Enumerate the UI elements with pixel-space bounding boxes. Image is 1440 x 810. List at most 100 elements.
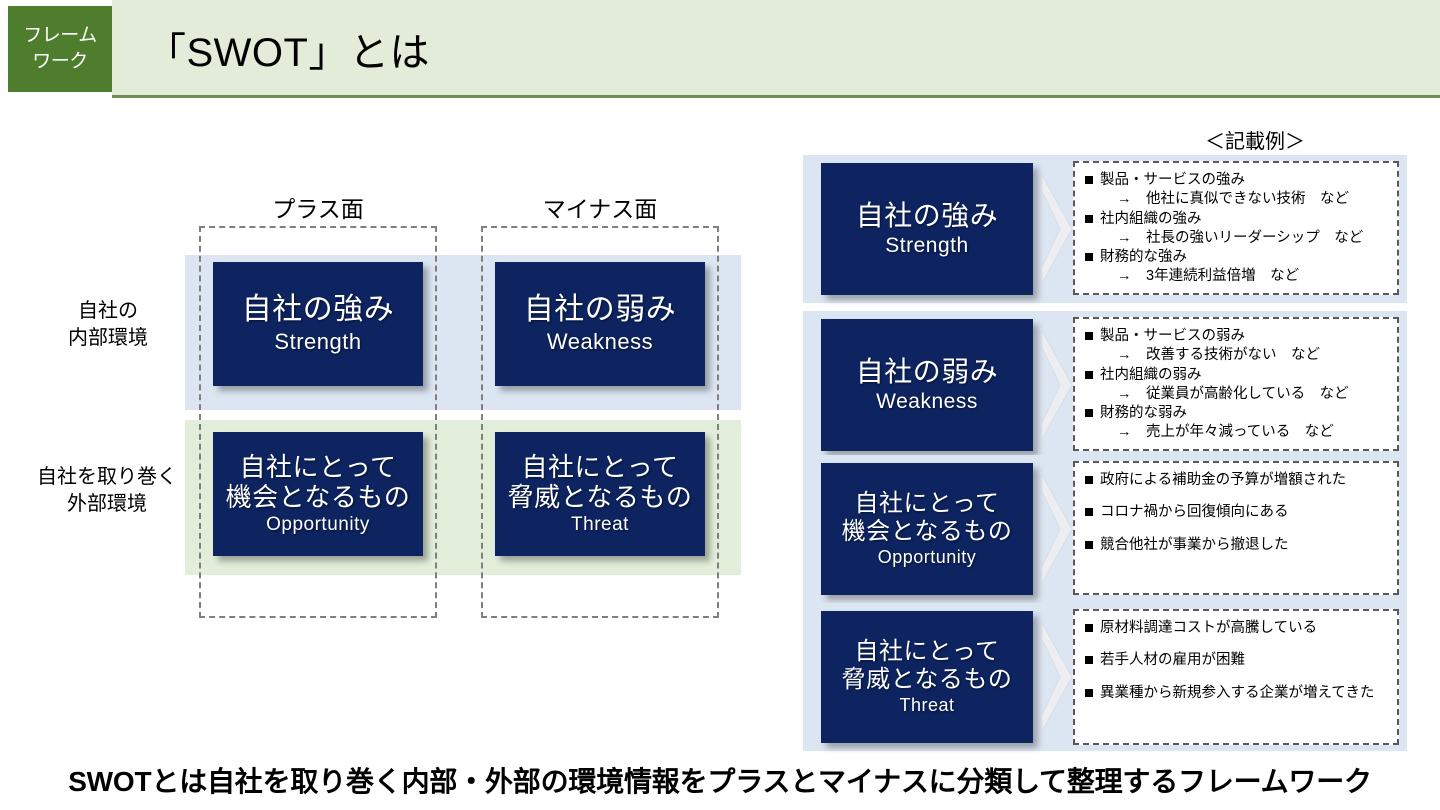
bullet-text: 製品・サービスの強み xyxy=(1100,172,1245,188)
bullet-text: 財務的な強み xyxy=(1100,249,1187,266)
example-row-weakness: 自社の弱み Weakness 製品・サービスの弱み → 改善する技術がない など… xyxy=(803,311,1407,459)
bullet-square-icon xyxy=(1085,476,1093,484)
matrix-cell-threat-jp1: 自社にとって xyxy=(521,451,679,482)
slide-header: フレーム ワーク 「SWOT」とは xyxy=(0,0,1440,98)
matrix-cell-opportunity-jp2: 機会となるもの xyxy=(225,482,411,512)
plus-column-outline xyxy=(199,226,437,618)
example-box-opportunity: 政府による補助金の予算が増額された コロナ禍から回復傾向にある 競合他社が事業か… xyxy=(1073,461,1399,595)
example-tile-threat-jp2: 脅威となるもの xyxy=(841,665,1013,693)
bullet-square-icon xyxy=(1085,370,1093,379)
bullet-square-icon xyxy=(1085,624,1093,632)
row-label-internal: 自社の 内部環境 xyxy=(20,298,196,352)
matrix-cell-opportunity-en: Opportunity xyxy=(266,514,370,536)
examples-caption: ＜記載例＞ xyxy=(1205,131,1305,153)
bullet-subtext: → 改善する技術がない など xyxy=(1117,347,1320,364)
bullet-text: コロナ禍から回復傾向にある xyxy=(1100,504,1289,521)
bullet-text: 政府による補助金の予算が増額された xyxy=(1100,472,1347,488)
example-tile-opportunity-jp2: 機会となるもの xyxy=(841,517,1013,545)
bullet-item: 製品・サービスの強み xyxy=(1083,171,1391,190)
matrix-cell-opportunity-jp1: 自社にとって xyxy=(239,451,397,482)
bullet-item: コロナ禍から回復傾向にある xyxy=(1083,503,1391,522)
bullet-square-icon xyxy=(1085,688,1093,697)
example-tile-threat-jp1: 自社にとって xyxy=(854,637,1000,665)
framework-badge-line1: フレーム xyxy=(23,25,97,47)
bullet-subtext: → 売上が年々減っている など xyxy=(1117,424,1334,441)
example-tile-strength-en: Strength xyxy=(885,234,969,258)
example-tile-opportunity-jp1: 自社にとって xyxy=(854,489,1000,517)
bullet-text: 異業種から新規参入する企業が増えてきた xyxy=(1100,684,1375,701)
bullet-text: 若手人材の雇用が困難 xyxy=(1100,652,1245,669)
chevron-right-icon xyxy=(1041,173,1073,285)
bullet-text: 製品・サービスの弱み xyxy=(1100,328,1245,344)
bullet-item: 社内組織の強み xyxy=(1083,210,1391,229)
row-label-internal-line2: 内部環境 xyxy=(68,327,148,349)
example-row-threat: 自社にとって 脅威となるもの Threat 原材料調達コストが高騰している 若手… xyxy=(803,603,1407,751)
bullet-item: 政府による補助金の予算が増額された xyxy=(1083,471,1391,490)
examples-panel: ＜記載例＞ 自社の強み Strength 製品・サービスの強み → 他社に真似で… xyxy=(795,98,1440,758)
bullet-subtext: → 従業員が高齢化している など xyxy=(1117,385,1349,402)
bullet-item: 若手人材の雇用が困難 xyxy=(1083,651,1391,670)
framework-badge-line2: ワーク xyxy=(32,51,88,72)
example-tile-weakness-jp: 自社の弱み xyxy=(855,355,999,387)
bullet-subtext: → 3年連続利益倍増 など xyxy=(1117,268,1300,285)
example-tile-threat[interactable]: 自社にとって 脅威となるもの Threat xyxy=(821,611,1033,743)
bullet-square-icon xyxy=(1085,214,1093,223)
row-label-internal-line1: 自社の xyxy=(78,300,138,322)
example-tile-strength[interactable]: 自社の強み Strength xyxy=(821,163,1033,295)
bullet-item: 財務的な強み xyxy=(1083,248,1391,267)
example-tile-opportunity[interactable]: 自社にとって 機会となるもの Opportunity xyxy=(821,463,1033,595)
row-label-external-line1: 自社を取り巻く xyxy=(37,466,177,488)
bullet-square-icon xyxy=(1085,176,1093,184)
bullet-item: 異業種から新規参入する企業が増えてきた xyxy=(1083,684,1391,703)
minus-column-outline xyxy=(481,226,719,618)
bullet-item: 財務的な弱み xyxy=(1083,404,1391,423)
matrix-cell-threat-en: Threat xyxy=(571,514,629,536)
bullet-square-icon xyxy=(1085,508,1093,517)
example-tile-strength-jp: 自社の強み xyxy=(855,199,999,231)
bullet-subtext: → 他社に真似できない技術 など xyxy=(1117,191,1349,208)
row-label-external: 自社を取り巻く 外部環境 xyxy=(14,464,200,518)
example-row-strength: 自社の強み Strength 製品・サービスの強み → 他社に真似できない技術 … xyxy=(803,155,1407,303)
bullet-subtext: → 社長の強いリーダーシップ など xyxy=(1117,229,1364,246)
column-header-plus: プラス面 xyxy=(272,196,364,222)
page-title: 「SWOT」とは xyxy=(146,31,430,75)
example-tile-weakness[interactable]: 自社の弱み Weakness xyxy=(821,319,1033,451)
column-header-minus: マイナス面 xyxy=(542,196,658,222)
bullet-square-icon xyxy=(1085,409,1093,418)
example-row-opportunity: 自社にとって 機会となるもの Opportunity 政府による補助金の予算が増… xyxy=(803,455,1407,603)
header-band xyxy=(112,0,1440,98)
example-tile-opportunity-en: Opportunity xyxy=(877,547,977,568)
chevron-right-icon xyxy=(1041,329,1073,441)
matrix-cell-threat[interactable]: 自社にとって 脅威となるもの Threat xyxy=(495,432,705,556)
bullet-text: 原材料調達コストが高騰している xyxy=(1100,620,1318,636)
matrix-cell-opportunity[interactable]: 自社にとって 機会となるもの Opportunity xyxy=(213,432,423,556)
bullet-square-icon xyxy=(1085,253,1093,262)
bullet-text: 財務的な弱み xyxy=(1100,405,1187,422)
matrix-cell-weakness-en: Weakness xyxy=(546,329,654,355)
bullet-text: 社内組織の弱み xyxy=(1100,366,1202,383)
matrix-cell-weakness-jp: 自社の弱み xyxy=(523,292,677,326)
bullet-square-icon xyxy=(1085,540,1093,549)
bullet-square-icon xyxy=(1085,656,1093,665)
row-label-external-line2: 外部環境 xyxy=(67,493,147,515)
matrix-cell-strength-en: Strength xyxy=(274,329,362,355)
chevron-right-icon xyxy=(1041,473,1073,585)
example-tile-weakness-en: Weakness xyxy=(876,390,978,414)
example-tile-threat-en: Threat xyxy=(899,695,955,716)
matrix-cell-strength[interactable]: 自社の強み Strength xyxy=(213,262,423,386)
matrix-cell-weakness[interactable]: 自社の弱み Weakness xyxy=(495,262,705,386)
bullet-item: 競合他社が事業から撤退した xyxy=(1083,536,1391,555)
example-box-strength: 製品・サービスの強み → 他社に真似できない技術 など 社内組織の強み → 社長… xyxy=(1073,161,1399,295)
bullet-item: 原材料調達コストが高騰している xyxy=(1083,619,1391,638)
bullet-item: 製品・サービスの弱み xyxy=(1083,327,1391,346)
bullet-square-icon xyxy=(1085,332,1093,340)
chevron-right-icon xyxy=(1041,621,1073,733)
matrix-cell-threat-jp2: 脅威となるもの xyxy=(507,482,693,512)
bullet-text: 競合他社が事業から撤退した xyxy=(1100,536,1289,553)
summary-text: SWOTとは自社を取り巻く内部・外部の環境情報をプラスとマイナスに分類して整理す… xyxy=(68,766,1372,797)
swot-matrix: プラス面 マイナス面 自社の 内部環境 自社を取り巻く 外部環境 自社の強み S… xyxy=(0,98,790,758)
example-box-threat: 原材料調達コストが高騰している 若手人材の雇用が困難 異業種から新規参入する企業… xyxy=(1073,609,1399,745)
bullet-text: 社内組織の強み xyxy=(1100,210,1202,227)
bullet-item: 社内組織の弱み xyxy=(1083,366,1391,385)
matrix-cell-strength-jp: 自社の強み xyxy=(241,292,395,326)
